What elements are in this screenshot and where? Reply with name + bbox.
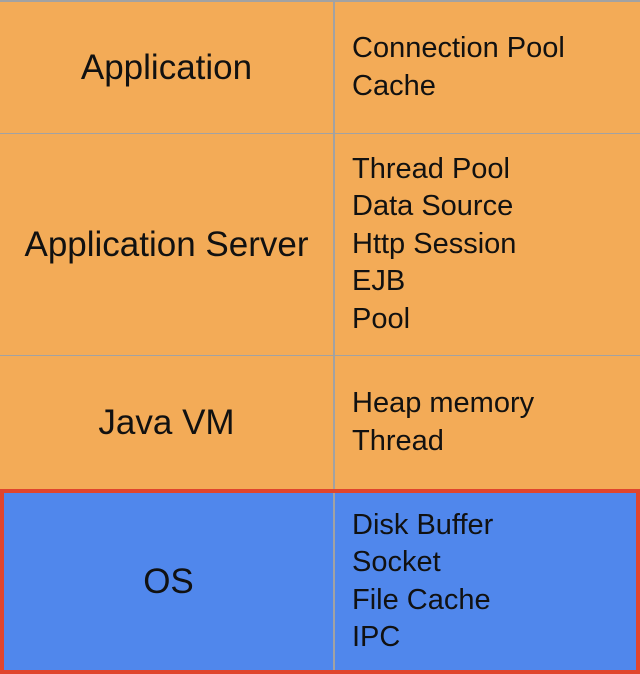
layer-items: Thread Pool Data Source Http Session EJB… (335, 134, 640, 355)
layer-item: Thread (352, 424, 444, 457)
layer-item: Disk Buffer (352, 508, 494, 541)
layer-item: Cache (352, 69, 436, 102)
layer-item: EJB (352, 265, 406, 298)
layer-item: Connection Pool (352, 32, 565, 64)
layer-item: Data Source (352, 190, 514, 223)
layer-item: Pool (352, 302, 411, 335)
layer-item: File Cache (352, 583, 491, 616)
layer-name: Application Server (0, 134, 335, 355)
layer-application: Application Connection Pool Cache (0, 0, 640, 134)
layer-application-server: Application Server Thread Pool Data Sour… (0, 134, 640, 356)
layer-items: Heap memory Thread (335, 356, 640, 489)
layer-os-highlighted: OS Disk Buffer Socket File Cache IPC (0, 489, 640, 674)
layer-java-vm: Java VM Heap memory Thread (0, 356, 640, 489)
layer-items: Connection Pool Cache (335, 2, 640, 133)
layer-name: Application (0, 2, 335, 133)
layer-items: Disk Buffer Socket File Cache IPC (335, 493, 636, 670)
layer-item: Socket (352, 546, 441, 578)
layer-name: Java VM (0, 356, 335, 489)
layer-item: Heap memory (352, 387, 535, 419)
layer-item: IPC (352, 621, 401, 653)
layer-name: OS (4, 493, 335, 670)
layer-item: Thread Pool (352, 152, 510, 185)
layer-item: Http Session (352, 227, 517, 260)
